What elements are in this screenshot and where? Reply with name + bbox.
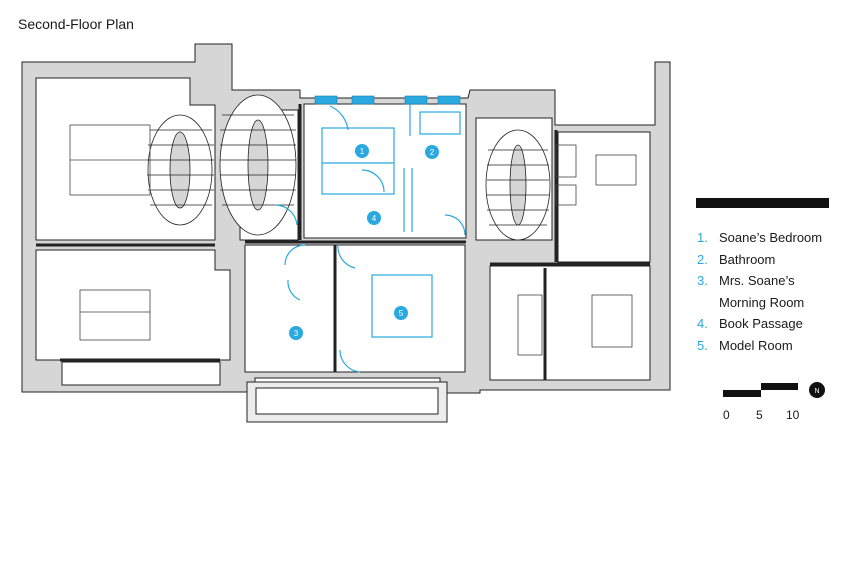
legend-label: Model Room bbox=[719, 337, 793, 353]
room-marker-3 bbox=[289, 326, 303, 340]
scale-tick-0: 0 bbox=[723, 408, 730, 422]
legend-label: Book Passage bbox=[719, 316, 803, 331]
furniture bbox=[69, 124, 637, 356]
legend-label: Mrs. Soane’s Morning Room bbox=[719, 273, 805, 310]
stair-center bbox=[219, 94, 297, 236]
legend-number: 3. bbox=[697, 273, 708, 288]
stair-right bbox=[485, 129, 551, 241]
stair-left bbox=[147, 114, 214, 226]
legend-number: 2. bbox=[697, 251, 708, 267]
room-marker-1 bbox=[355, 144, 369, 158]
scale-tick-10: 10 bbox=[786, 408, 800, 422]
legend-item: 4. Book Passage bbox=[697, 313, 839, 335]
room-markers: 1 2 3 4 5 bbox=[289, 144, 439, 340]
north-arrow-icon bbox=[809, 382, 825, 398]
room-marker-2 bbox=[425, 145, 439, 159]
room-marker-4 bbox=[367, 211, 381, 225]
scale-bar: N bbox=[723, 382, 825, 398]
legend-item: 1. Soane’s Bedroom bbox=[697, 227, 839, 249]
legend-number: 4. bbox=[697, 316, 708, 331]
plan-title: Second-Floor Plan bbox=[18, 16, 134, 32]
highlight-lines bbox=[274, 104, 466, 373]
room-marker-5 bbox=[394, 306, 408, 320]
room-legend: 1. Soane’s Bedroom 2. Bathroom 3. Mrs. Soan… bbox=[697, 227, 839, 356]
room-floors bbox=[35, 77, 651, 386]
legend-label: Bathroom bbox=[719, 251, 776, 267]
legend-number: 5. bbox=[697, 337, 708, 353]
room-marker-4-label: 4 bbox=[372, 214, 377, 223]
legend-item: 3. Mrs. Soane’s Morning Room bbox=[697, 270, 839, 313]
room-marker-2-label: 2 bbox=[430, 148, 435, 157]
highlight-windows bbox=[314, 95, 461, 105]
legend-label: Soane’s Bedroom bbox=[719, 230, 823, 245]
bay-window bbox=[246, 381, 448, 423]
legend-number: 1. bbox=[697, 230, 708, 245]
legend-bar bbox=[696, 198, 829, 208]
north-label: N bbox=[814, 388, 819, 395]
room-marker-3-label: 3 bbox=[294, 329, 299, 338]
legend-item: 2. Bathroom bbox=[697, 249, 839, 271]
scale-tick-5: 5 bbox=[756, 408, 763, 422]
room-marker-1-label: 1 bbox=[360, 147, 365, 156]
room-marker-5-label: 5 bbox=[399, 309, 404, 318]
legend-item: 5. Model Room bbox=[697, 335, 839, 357]
